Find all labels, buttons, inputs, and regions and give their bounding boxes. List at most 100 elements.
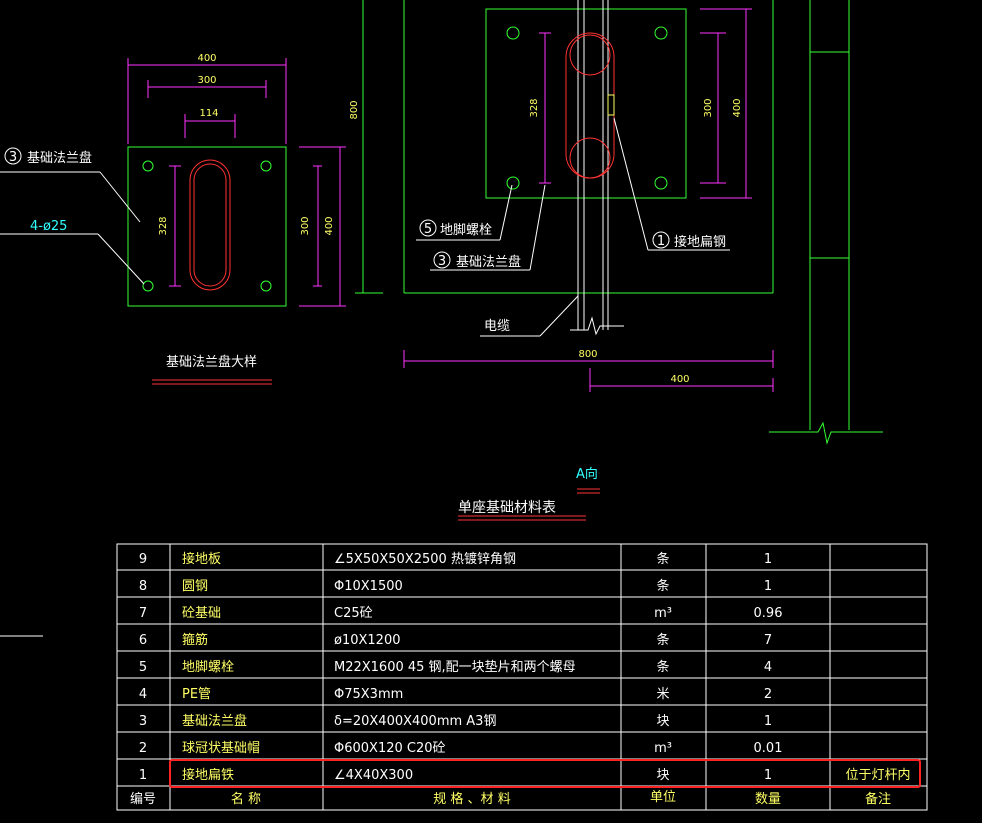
callout-number-5: 5 bbox=[424, 222, 432, 237]
table-row: 9 接地板 ∠5X50X50X2500 热镀锌角钢 条 1 bbox=[139, 551, 772, 567]
flange-bolt-holes bbox=[142, 160, 272, 292]
table-title: 单座基础材料表 bbox=[458, 499, 556, 516]
dim-114: 114 bbox=[199, 108, 218, 119]
flange-slot bbox=[189, 159, 231, 291]
highlight-box bbox=[169, 759, 921, 788]
table-header: 编号 名 称 规 格 、材 料 单位 数量 备注 bbox=[130, 790, 891, 807]
callout-number-3b: 3 bbox=[438, 254, 446, 269]
elev-dim-800-h: 800 bbox=[578, 349, 597, 360]
cell-no: 6 bbox=[139, 633, 147, 648]
cell-qty: 7 bbox=[764, 633, 772, 648]
callout-text-bolt: 地脚螺栓 bbox=[440, 222, 492, 238]
dim-300-v: 300 bbox=[300, 216, 311, 235]
cell-spec: Φ10X1500 bbox=[334, 579, 403, 594]
elev-bottom-dims bbox=[403, 350, 774, 392]
cell-no: 4 bbox=[139, 687, 147, 702]
callout-text-flange: 基础法兰盘 bbox=[27, 150, 92, 166]
elev-dim-800-text: 800 bbox=[349, 100, 360, 119]
cell-spec: Φ600X120 C20砼 bbox=[334, 741, 446, 756]
table-grid bbox=[116, 543, 928, 811]
cell-name: 基础法兰盘 bbox=[182, 713, 247, 729]
cell-unit: 条 bbox=[656, 551, 669, 567]
callout-number-3: 3 bbox=[9, 150, 17, 165]
cell-no: 5 bbox=[139, 660, 147, 675]
elevation-view: 800 bbox=[349, 0, 883, 494]
dim-328: 328 bbox=[158, 216, 169, 235]
foundation-outline bbox=[403, 0, 774, 294]
elev-dim-328: 328 bbox=[529, 98, 540, 117]
flange-dim-lines bbox=[127, 58, 346, 307]
conduit-lines bbox=[570, 0, 624, 336]
cell-name: 球冠状基础帽 bbox=[182, 740, 260, 756]
lamp-pole bbox=[769, 0, 883, 445]
cell-spec: Φ75X3mm bbox=[334, 687, 403, 702]
cell-unit: 条 bbox=[656, 578, 669, 594]
callout-text-flange-b: 基础法兰盘 bbox=[456, 254, 521, 270]
cell-name: PE管 bbox=[182, 687, 211, 702]
cell-name: 地脚螺栓 bbox=[182, 659, 234, 675]
cell-unit: m³ bbox=[654, 606, 672, 621]
callout-text-ground: 接地扁钢 bbox=[674, 234, 726, 250]
cell-note: 位于灯杆内 bbox=[845, 767, 910, 783]
header-unit: 单位 bbox=[650, 790, 676, 805]
cell-unit: 米 bbox=[656, 687, 669, 702]
callout-circle-1 bbox=[652, 231, 670, 249]
cell-qty: 1 bbox=[764, 714, 772, 729]
cell-name: 砼基础 bbox=[182, 606, 221, 621]
cell-spec: C25砼 bbox=[334, 606, 373, 621]
cell-unit: 条 bbox=[656, 659, 669, 675]
dim-400-v: 400 bbox=[324, 216, 335, 235]
callout-circle-5 bbox=[419, 219, 437, 237]
cell-name: 箍筋 bbox=[182, 632, 208, 648]
elev-dim-800-v bbox=[355, 0, 383, 294]
cell-unit: m³ bbox=[654, 741, 672, 756]
cell-qty: 4 bbox=[764, 660, 772, 675]
cell-qty: 1 bbox=[764, 579, 772, 594]
cell-qty: 0.96 bbox=[754, 606, 783, 621]
cell-qty: 2 bbox=[764, 687, 772, 702]
cell-spec: δ=20X400X400mm A3钢 bbox=[334, 714, 496, 729]
cell-no: 9 bbox=[139, 552, 147, 567]
header-spec: 规 格 、材 料 bbox=[433, 791, 510, 807]
header-no: 编号 bbox=[130, 792, 156, 807]
view-label-a: A向 bbox=[576, 466, 598, 482]
elev-dim-400: 400 bbox=[732, 98, 743, 117]
callout-number-1: 1 bbox=[657, 234, 665, 249]
holes-label: 4-ø25 bbox=[30, 219, 67, 234]
dim-300: 300 bbox=[197, 75, 216, 86]
table-row: 5 地脚螺栓 M22X1600 45 钢,配一块垫片和两个螺母 条 4 bbox=[139, 659, 772, 675]
cell-no: 3 bbox=[139, 714, 147, 729]
dim-400: 400 bbox=[197, 53, 216, 64]
flange-detail: 400 300 114 328 300 400 3 基础法兰盘 4-ø25 基础… bbox=[0, 53, 346, 385]
cell-spec: M22X1600 45 钢,配一块垫片和两个螺母 bbox=[334, 659, 576, 675]
elev-dim-lines bbox=[539, 8, 752, 199]
cell-no: 7 bbox=[139, 606, 147, 621]
elevation-leaders bbox=[416, 117, 730, 337]
cell-qty: 1 bbox=[764, 552, 772, 567]
cell-no: 8 bbox=[139, 579, 147, 594]
table-row: 4 PE管 Φ75X3mm 米 2 bbox=[139, 687, 772, 702]
cell-name: 接地扁铁 bbox=[182, 767, 234, 783]
cable-label: 电缆 bbox=[484, 318, 510, 334]
cell-no: 2 bbox=[139, 741, 147, 756]
header-qty: 数量 bbox=[755, 792, 781, 807]
cell-unit: 块 bbox=[656, 768, 669, 783]
flange-leaders bbox=[0, 171, 145, 285]
cell-name: 接地板 bbox=[182, 551, 221, 567]
elevation-slot bbox=[565, 32, 615, 179]
callout-circle-3 bbox=[4, 147, 22, 165]
cell-spec: ∠5X50X50X2500 热镀锌角钢 bbox=[334, 551, 516, 567]
cell-spec: ø10X1200 bbox=[334, 633, 401, 648]
cell-no: 1 bbox=[139, 768, 147, 783]
callout-circle-3b bbox=[433, 251, 451, 269]
cell-unit: 块 bbox=[656, 714, 669, 729]
table-row: 3 基础法兰盘 δ=20X400X400mm A3钢 块 1 bbox=[139, 713, 772, 729]
elev-dim-300: 300 bbox=[703, 98, 714, 117]
cell-spec: ∠4X40X300 bbox=[334, 768, 413, 783]
